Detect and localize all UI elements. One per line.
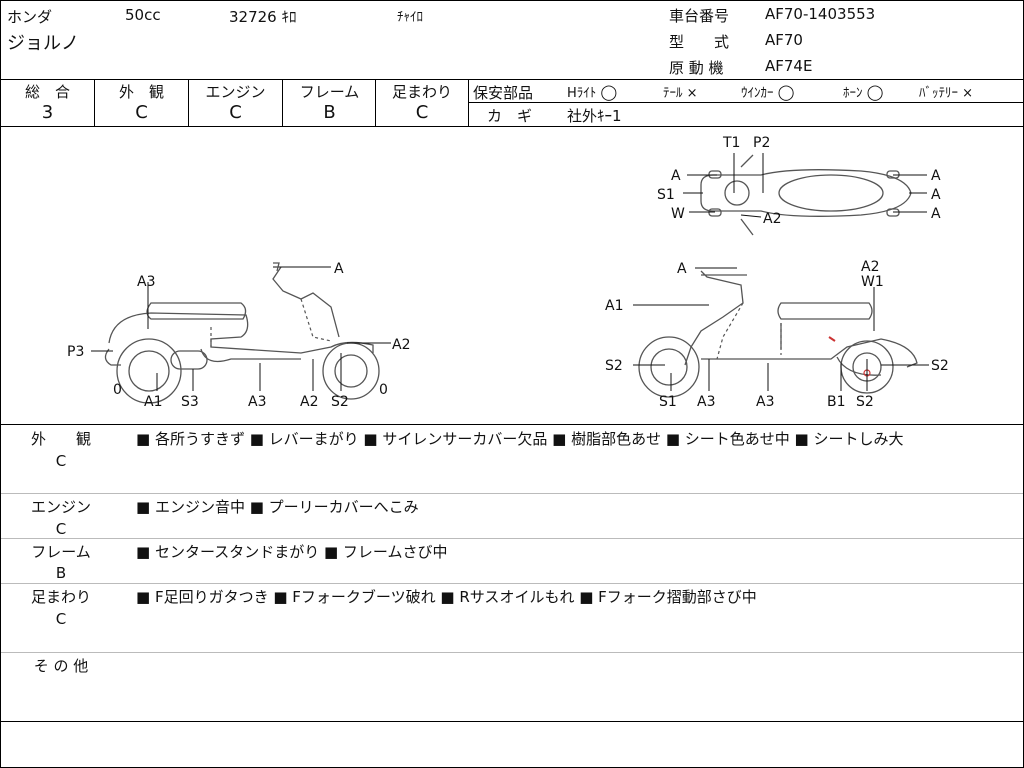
safety-item-headlight: Hﾗｲﾄ ◯ — [567, 83, 618, 101]
remark-engine-label: エンジン — [30, 498, 91, 516]
label-top-t1: T1 — [722, 135, 740, 151]
key-label: カ ギ — [487, 107, 533, 125]
frame-no: AF70-1403553 — [765, 5, 876, 23]
remark-other-label: そ の 他 — [33, 657, 89, 675]
maker: ホンダ — [7, 8, 53, 26]
label-left-a1: A1 — [144, 394, 162, 410]
grade-exterior-value: C — [135, 102, 148, 123]
label-top-a-rear-lower: A — [931, 206, 941, 222]
label-left-a2-right: A2 — [392, 337, 410, 353]
remark-frame-label: フレーム — [31, 543, 91, 561]
scooter-top-view — [700, 154, 912, 236]
mileage: 32726 ｷﾛ — [229, 8, 297, 26]
label-left-zero-front: 0 — [113, 382, 122, 398]
label-right-a: A — [677, 261, 687, 277]
label-left-zero-rear: 0 — [379, 382, 388, 398]
type-label: 型 式 — [669, 33, 730, 51]
remark-suspension-text: ■ F足回りガタつき ■ Fフォークブーツ破れ ■ Rサスオイルもれ ■ Fフォ… — [136, 588, 757, 606]
label-left-a3-top: A3 — [137, 274, 155, 290]
label-right-s2-bottom: S2 — [856, 394, 874, 410]
label-right-w1: W1 — [861, 274, 884, 290]
label-right-a3-right: A3 — [756, 394, 774, 410]
remark-suspension-label: 足まわり — [30, 588, 91, 606]
remark-exterior-grade: C — [55, 452, 67, 470]
grade-suspension-label: 足まわり — [391, 83, 452, 101]
safety-label: 保安部品 — [473, 84, 534, 102]
divider — [1, 79, 1023, 80]
grade-overall-value: 3 — [41, 102, 54, 123]
label-right-s2-right: S2 — [931, 358, 949, 374]
remark-exterior-label: 外 観 — [30, 430, 91, 448]
remark-frame-grade: B — [55, 564, 67, 582]
label-left-s3: S3 — [181, 394, 199, 410]
label-left-s2: S2 — [331, 394, 349, 410]
frame-no-label: 車台番号 — [669, 7, 730, 25]
grade-suspension-value: C — [415, 102, 429, 123]
color: ﾁｬｲﾛ — [397, 10, 423, 25]
grade-engine-label: エンジン — [205, 83, 266, 101]
label-right-a3-left: A3 — [697, 394, 715, 410]
label-right-s1: S1 — [659, 394, 677, 410]
type-value: AF70 — [765, 31, 803, 49]
model-name: ジョルノ — [7, 33, 79, 54]
safety-item-horn: ﾎｰﾝ ◯ — [843, 83, 884, 101]
damage-diagram: A3 A P3 A2 0 A1 S3 A3 A2 S2 0 — [67, 135, 949, 410]
label-right-s2-left: S2 — [605, 358, 623, 374]
label-right-a2: A2 — [861, 259, 879, 275]
key-value: 社外ｷｰ1 — [567, 107, 622, 125]
grade-exterior-label: 外 観 — [118, 83, 164, 101]
safety-item-tail: ﾃｰﾙ × — [663, 86, 698, 101]
displacement: 50cc — [125, 6, 161, 24]
label-left-a: A — [334, 261, 344, 277]
label-right-a1: A1 — [605, 298, 623, 314]
label-top-p2: P2 — [753, 135, 770, 151]
label-left-a2-bottom: A2 — [300, 394, 318, 410]
engine-value: AF74E — [765, 57, 813, 75]
grade-frame-label: フレーム — [299, 83, 360, 101]
label-top-a-rear-mid: A — [931, 187, 941, 203]
label-top-w: W — [671, 206, 685, 222]
remark-exterior-text: ■ 各所うすきず ■ レバーまがり ■ サイレンサーカバー欠品 ■ 樹脂部色あせ… — [136, 430, 904, 448]
safety-item-battery: ﾊﾞｯﾃﾘｰ × — [919, 86, 974, 101]
label-top-a-rear-upper: A — [931, 168, 941, 184]
label-top-a2: A2 — [763, 211, 781, 227]
label-top-a-front-upper: A — [671, 168, 681, 184]
scooter-right-view — [638, 270, 918, 398]
engine-label: 原 動 機 — [669, 59, 724, 77]
grade-engine-value: C — [229, 102, 242, 123]
label-right-b1: B1 — [827, 394, 846, 410]
remark-frame-text: ■ センタースタンドまがり ■ フレームさび中 — [136, 543, 448, 561]
grade-frame-value: B — [323, 102, 336, 123]
label-left-p3: P3 — [67, 344, 84, 360]
label-left-a3-bottom: A3 — [248, 394, 266, 410]
label-top-s1: S1 — [657, 187, 675, 203]
remark-engine-grade: C — [55, 520, 67, 538]
grade-overall-label: 総 合 — [24, 83, 70, 101]
remark-suspension-grade: C — [55, 610, 67, 628]
safety-item-winker: ｳｲﾝｶｰ ◯ — [741, 83, 795, 101]
remark-engine-text: ■ エンジン音中 ■ プーリーカバーへこみ — [136, 498, 419, 516]
